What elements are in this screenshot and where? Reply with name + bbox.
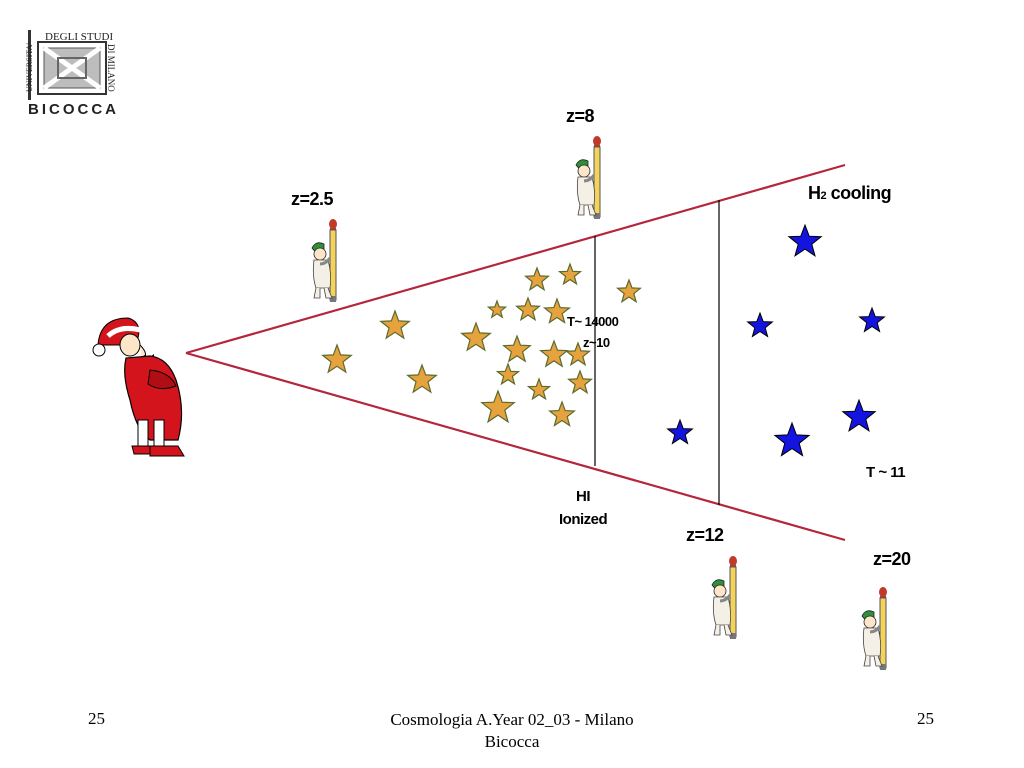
logo-line1: DEGLI STUDI — [45, 31, 113, 43]
logo-line2: DI MILANO — [106, 44, 116, 92]
h2-prefix: H — [808, 183, 821, 203]
elf-with-pencil — [711, 555, 737, 639]
footer-title-line2: Bicocca — [484, 732, 540, 751]
gold-star — [564, 341, 592, 367]
gold-star — [321, 343, 353, 374]
blue-star — [773, 421, 811, 457]
gold-star — [566, 369, 594, 395]
elf-with-pencil — [861, 586, 887, 670]
gold-star — [542, 297, 572, 324]
label-t-cold: T ~ 11 — [866, 464, 906, 481]
gold-star — [379, 309, 411, 340]
blue-star — [666, 418, 694, 445]
label-z-hot: z~10 — [583, 335, 610, 350]
gold-star — [514, 296, 542, 322]
gold-star — [406, 363, 438, 394]
blue-star — [746, 311, 774, 338]
label-t-hot: T~ 14000 — [567, 314, 619, 329]
elf-figures-group — [311, 135, 887, 670]
label-z-20: z=20 — [873, 549, 911, 569]
cone-upper-line — [185, 163, 846, 355]
gold-star — [523, 266, 551, 292]
logo-vertical: UNIVERSITA' — [25, 43, 34, 92]
footer-page-left: 25 — [88, 709, 105, 728]
footer-title-line1: Cosmologia A.Year 02_03 - Milano — [390, 710, 634, 729]
gold-star — [486, 299, 508, 319]
gold-star — [502, 334, 532, 363]
blue-stars-group — [666, 223, 886, 457]
elf-with-pencil — [575, 135, 601, 219]
footer-page-right: 25 — [917, 709, 934, 728]
gold-star — [557, 262, 583, 286]
gold-star — [539, 339, 569, 368]
gold-star — [495, 362, 521, 386]
gold-star — [547, 400, 577, 427]
blue-star — [858, 306, 886, 333]
label-z-2-5: z=2.5 — [291, 189, 334, 209]
university-logo: DEGLI STUDI DI MILANO UNIVERSITA' BICOCC… — [25, 30, 119, 118]
blue-star — [787, 223, 823, 257]
label-hi: HI — [576, 488, 591, 505]
label-z-8: z=8 — [566, 106, 595, 126]
footer-title: Cosmologia A.Year 02_03 - Milano Bicocca — [352, 709, 672, 753]
santa-observer-figure — [92, 317, 185, 457]
gold-star — [615, 278, 643, 304]
gold-star — [460, 321, 492, 352]
blue-star — [841, 398, 877, 432]
cone-lower-line — [185, 351, 846, 542]
elf-with-pencil — [311, 218, 337, 302]
gold-star — [480, 389, 516, 424]
label-ionized: Ionized — [559, 511, 608, 528]
h2-subscript: 2 — [820, 190, 827, 202]
logo-bottom: BICOCCA — [28, 101, 119, 118]
gold-star — [526, 377, 552, 401]
label-h2-cooling: H2 cooling — [808, 183, 892, 204]
h2-suffix: cooling — [826, 183, 892, 203]
gold-stars-group — [321, 262, 643, 427]
label-z-12: z=12 — [686, 525, 724, 545]
